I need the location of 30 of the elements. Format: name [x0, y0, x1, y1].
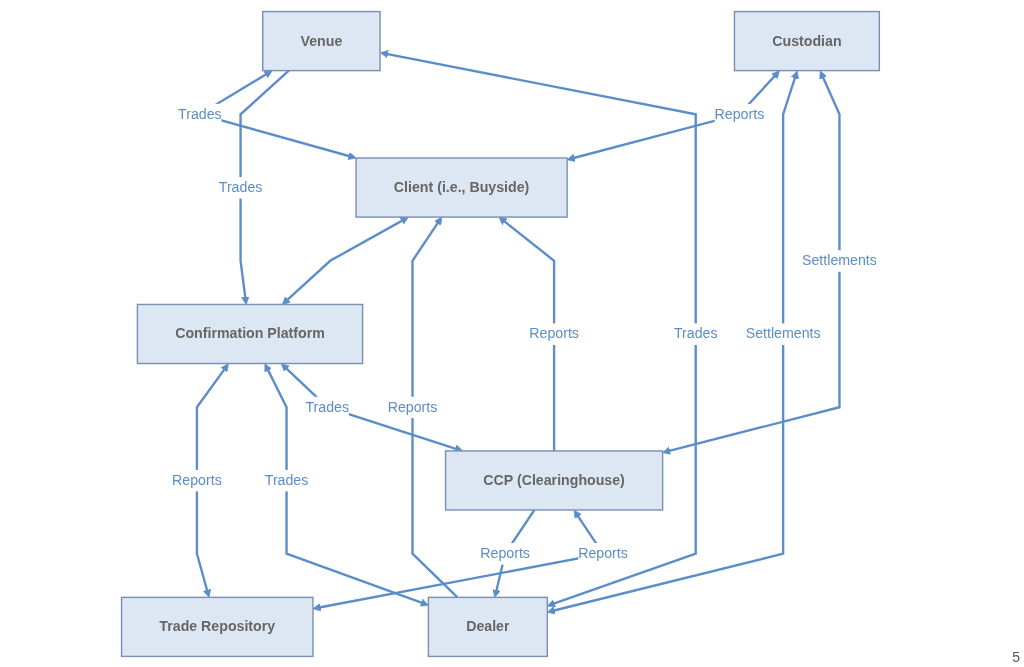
edge-label: Reports: [714, 105, 764, 122]
edge-label: Trades: [264, 471, 308, 488]
edge-label: Trades: [218, 178, 262, 195]
edge-label: Reports: [479, 544, 530, 561]
node-box: Client (i.e., Buyside): [354, 156, 568, 218]
node-box: CCP (Clearinghouse): [444, 449, 663, 511]
edge-label: Reports: [387, 397, 437, 415]
arrow: [195, 362, 229, 598]
edge-label: Trades: [673, 324, 718, 341]
edge-label: Settlements: [801, 251, 877, 268]
arrow: [498, 216, 555, 451]
node-box: Confirmation Platform: [136, 303, 363, 364]
arrow: [661, 70, 841, 455]
node-box: Dealer: [427, 596, 548, 657]
arrow: [281, 216, 409, 305]
arrow: [238, 69, 290, 305]
arrow: [379, 49, 697, 607]
edge-label: Trades: [177, 105, 222, 122]
edge-label: Reports: [577, 544, 628, 561]
edge-label: Settlements: [745, 324, 821, 341]
node-box: Custodian: [733, 10, 880, 71]
edge-label: Reports: [528, 324, 579, 341]
edge-label: Trades: [304, 397, 349, 415]
node-box: Venue: [261, 10, 381, 71]
arrow: [566, 70, 780, 162]
edge-label: Reports: [171, 471, 222, 488]
page-number: 5: [1012, 649, 1020, 665]
arrow: [546, 70, 799, 614]
arrow: [410, 216, 458, 598]
node-box: Trade Repository: [120, 596, 314, 657]
